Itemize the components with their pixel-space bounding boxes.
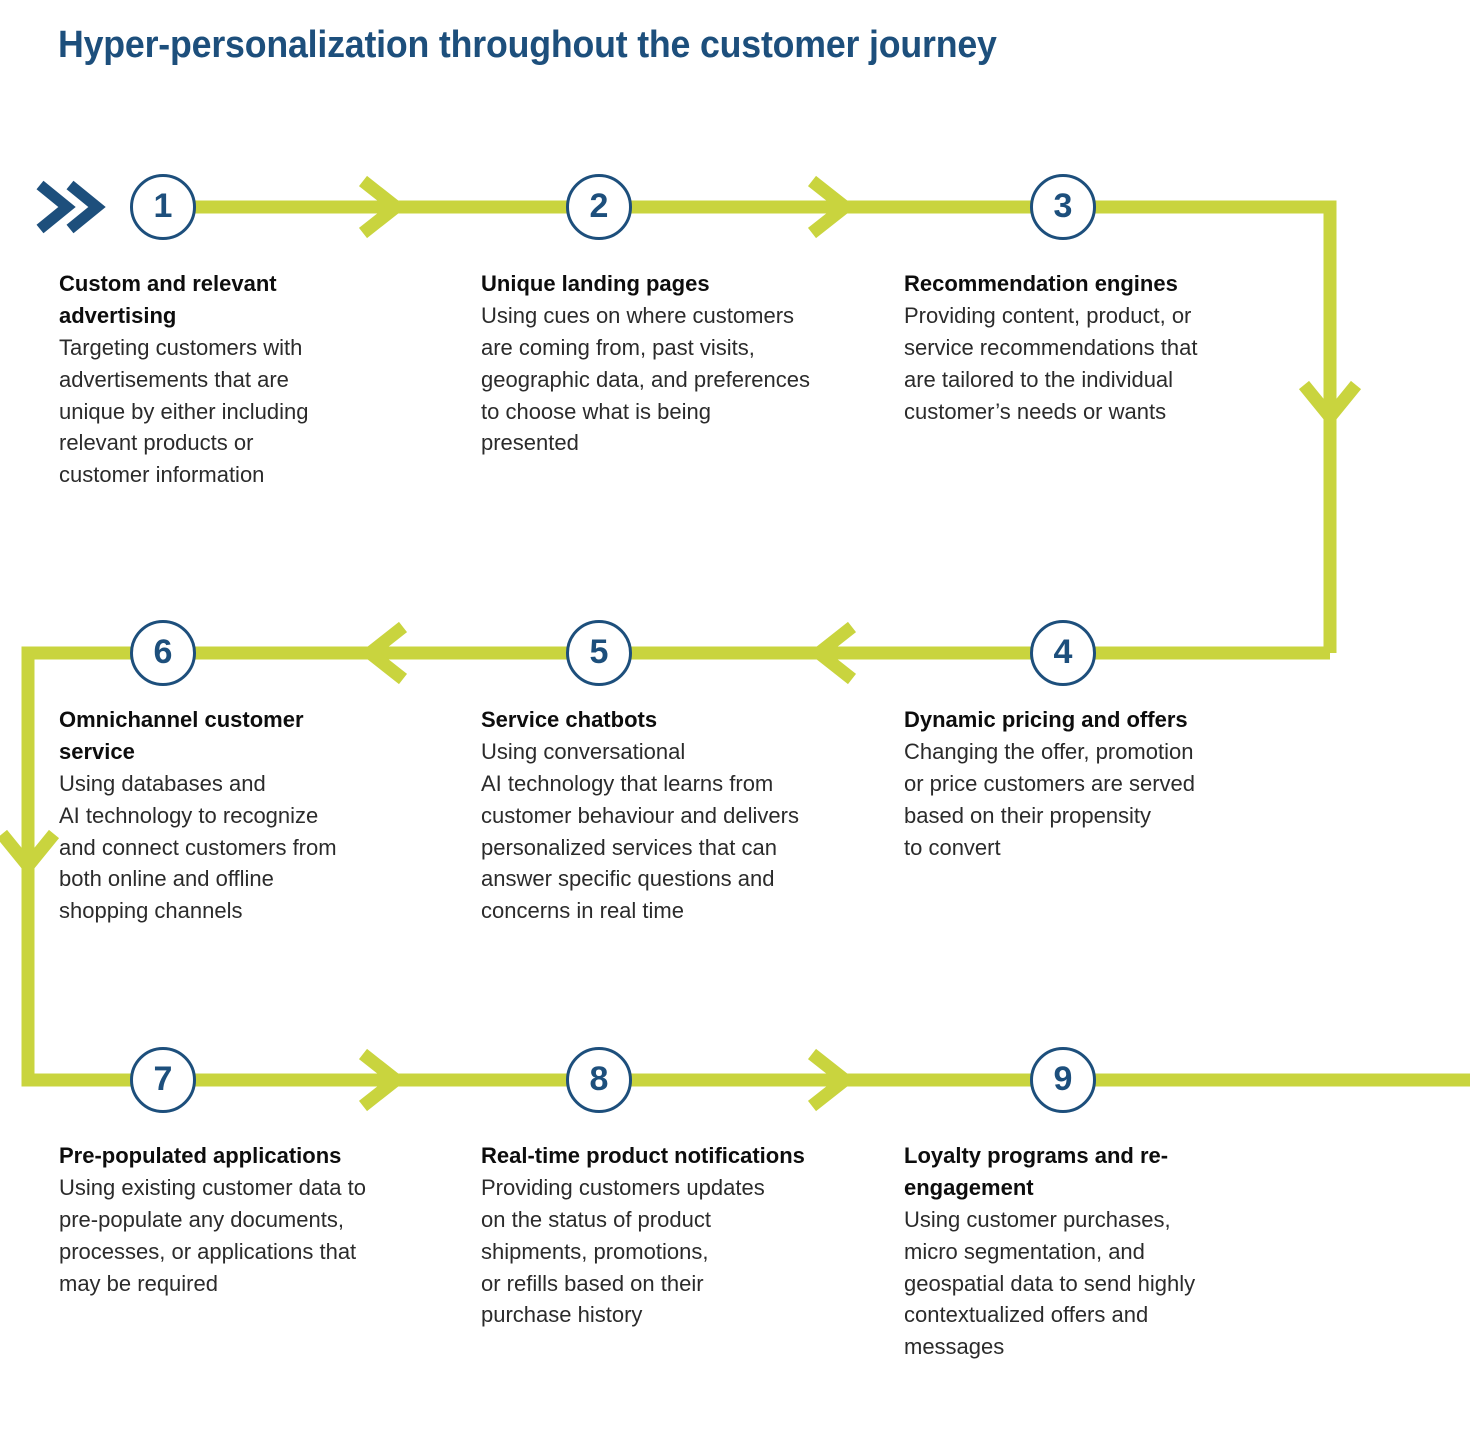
step-title-6: Omnichannel customer service <box>59 707 304 764</box>
step-description-5: Using conversational AI technology that … <box>481 738 799 924</box>
step-node-5[interactable]: 5 <box>566 620 632 686</box>
step-number-1: 1 <box>153 187 173 225</box>
step-title-7: Pre-populated applications <box>59 1143 342 1168</box>
page-title: Hyper-personalization throughout the cus… <box>58 24 997 66</box>
step-title-8: Real-time product notifications <box>481 1143 805 1168</box>
step-description-1: Targeting customers with advertisements … <box>59 334 309 488</box>
step-title-4: Dynamic pricing and offers <box>904 707 1188 732</box>
step-number-2: 2 <box>589 187 609 225</box>
step-title-3: Recommendation engines <box>904 271 1178 296</box>
arrowhead-step3-to-step4 <box>1298 380 1362 428</box>
step-number-4: 4 <box>1053 633 1073 671</box>
step-number-7: 7 <box>153 1060 173 1098</box>
arrowhead-step2-to-step3 <box>807 175 856 239</box>
arrowhead-step1-to-step2 <box>358 175 407 239</box>
step-node-4[interactable]: 4 <box>1030 620 1096 686</box>
step-number-6: 6 <box>153 633 173 671</box>
arrowhead-step6-to-step7 <box>0 829 60 877</box>
step-node-7[interactable]: 7 <box>130 1047 196 1113</box>
step-text-5: Service chatbots Using conversational AI… <box>481 704 841 927</box>
step-node-6[interactable]: 6 <box>130 620 196 686</box>
step-description-6: Using databases and AI technology to rec… <box>59 770 337 924</box>
step-text-4: Dynamic pricing and offers Changing the … <box>904 704 1254 863</box>
step-number-5: 5 <box>589 633 609 671</box>
step-number-9: 9 <box>1053 1060 1073 1098</box>
double-chevron-right-icon <box>36 180 106 234</box>
step-node-3[interactable]: 3 <box>1030 174 1096 240</box>
step-title-1: Custom and relevant advertising <box>59 271 277 328</box>
step-text-8: Real-time product notifications Providin… <box>481 1140 811 1331</box>
arrowhead-step5-to-step6 <box>359 621 408 685</box>
arrowhead-step7-to-step8 <box>358 1048 407 1112</box>
step-node-1[interactable]: 1 <box>130 174 196 240</box>
step-description-8: Providing customers updates on the statu… <box>481 1174 765 1328</box>
step-node-2[interactable]: 2 <box>566 174 632 240</box>
step-text-2: Unique landing pages Using cues on where… <box>481 268 841 459</box>
step-number-8: 8 <box>589 1060 609 1098</box>
step-title-9: Loyalty programs and re-engagement <box>904 1143 1169 1200</box>
step-node-9[interactable]: 9 <box>1030 1047 1096 1113</box>
step-text-7: Pre-populated applications Using existin… <box>59 1140 399 1299</box>
step-text-1: Custom and relevant advertising Targetin… <box>59 268 349 491</box>
step-node-8[interactable]: 8 <box>566 1047 632 1113</box>
arrowhead-step4-to-step5 <box>808 621 857 685</box>
step-text-6: Omnichannel customer service Using datab… <box>59 704 379 927</box>
step-title-2: Unique landing pages <box>481 271 710 296</box>
step-title-5: Service chatbots <box>481 707 658 732</box>
arrowhead-step8-to-step9 <box>807 1048 856 1112</box>
step-text-9: Loyalty programs and re-engagement Using… <box>904 1140 1244 1363</box>
step-description-7: Using existing customer data to pre-popu… <box>59 1174 366 1296</box>
step-description-3: Providing content, product, or service r… <box>904 302 1198 424</box>
step-number-3: 3 <box>1053 187 1073 225</box>
step-description-4: Changing the offer, promotion or price c… <box>904 738 1195 860</box>
step-description-2: Using cues on where customers are coming… <box>481 302 811 456</box>
step-text-3: Recommendation engines Providing content… <box>904 268 1254 427</box>
step-description-9: Using customer purchases, micro segmenta… <box>904 1206 1196 1360</box>
